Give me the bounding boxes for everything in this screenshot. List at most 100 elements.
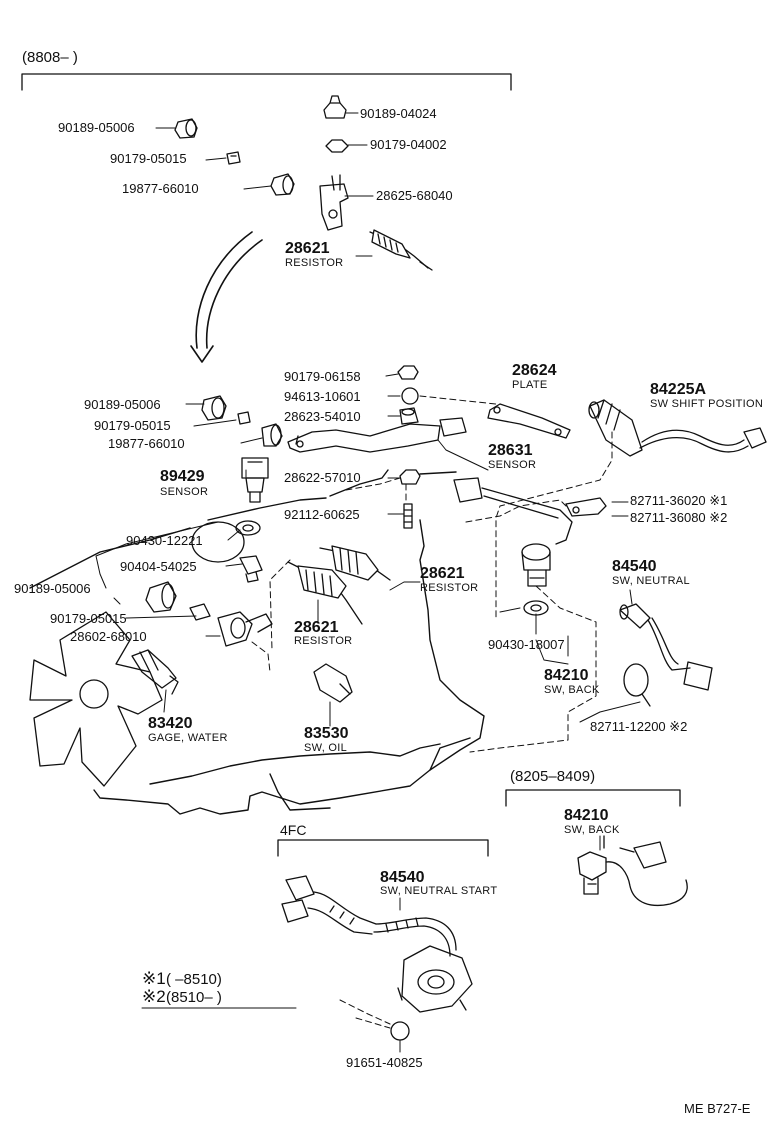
note-2-text: (8510– )	[166, 989, 222, 1006]
label-90179-05015-a: 90179-05015	[110, 151, 187, 166]
label-28621-b: 28621	[420, 565, 465, 582]
caption-83530: SW, OIL	[304, 742, 348, 754]
label-90179-06158: 90179-06158	[284, 369, 361, 384]
caption-84210-b: SW, BACK	[564, 824, 620, 836]
note-2-mark: ※2	[142, 987, 166, 1006]
label-28622-57010: 28622-57010	[284, 470, 361, 485]
label-90179-04002: 90179-04002	[370, 137, 447, 152]
label-84210-b: 84210	[564, 807, 609, 824]
nut-icon-mid	[397, 365, 419, 380]
caption-84540-b: SW, NEUTRAL START	[380, 885, 498, 897]
caption-28624: PLATE	[512, 379, 548, 391]
caption-28631: SENSOR	[488, 459, 537, 471]
leader-lines-mid	[95, 373, 641, 727]
label-19877-66010-a: 19877-66010	[122, 181, 199, 196]
bolt-icon-top	[174, 118, 198, 139]
resistor-probe-left	[287, 561, 363, 625]
engine-block-outline	[29, 469, 485, 815]
label-83530: 83530	[304, 725, 349, 742]
resistor-probe-right	[319, 545, 391, 581]
dashed-leaders	[251, 395, 613, 1029]
caption-84540-a: SW, NEUTRAL	[612, 575, 690, 587]
washer-w-icon	[401, 387, 419, 405]
label-90189-05006-a: 90189-05006	[58, 120, 135, 135]
back-switch-icon-b	[577, 835, 688, 907]
label-94613-10601: 94613-10601	[284, 389, 361, 404]
oil-switch-icon	[313, 663, 353, 703]
fan-blade-icon	[29, 611, 163, 787]
caption-28621-c: RESISTOR	[294, 635, 353, 647]
label-19877-66010-b: 19877-66010	[108, 436, 185, 451]
label-82711-36080: 82711-36080 ※2	[630, 510, 728, 525]
note-1-mark: ※1	[142, 969, 166, 988]
label-90179-05015-c: 90179-05015	[50, 611, 127, 626]
label-90404-54025: 90404-54025	[120, 559, 197, 574]
cable-clamp-icon	[623, 663, 651, 707]
leader-lines-bottom	[399, 835, 601, 1053]
curved-arrow	[190, 231, 263, 363]
label-83420: 83420	[148, 715, 193, 732]
label-28623-54010: 28623-54010	[284, 409, 361, 424]
leader-lines-top	[155, 112, 374, 257]
neutral-start-switch-icon	[281, 875, 473, 1013]
clip-icon-mid	[237, 411, 251, 425]
sensor-89429-icon	[241, 457, 269, 503]
label-90179-05015-b: 90179-05015	[94, 418, 171, 433]
stud-icon	[403, 503, 413, 529]
sensor-block-icon	[399, 407, 419, 425]
variant-4fc: 4FC	[280, 822, 307, 838]
connector-icon-mid	[453, 477, 573, 545]
label-82711-12200: 82711-12200 ※2	[590, 719, 688, 734]
plate-icon	[487, 403, 571, 439]
note-1-text: ( –8510)	[166, 971, 222, 988]
neutral-switch-icon-a	[619, 603, 713, 691]
date-range-8205-8409: (8205–8409)	[510, 768, 596, 785]
date-range-top: (8808– )	[22, 49, 78, 66]
label-90189-05006-c: 90189-05006	[14, 581, 91, 596]
label-84210-a: 84210	[544, 667, 589, 684]
bolt-b-icon	[390, 1021, 410, 1041]
label-28625-68040: 28625-68040	[376, 188, 453, 203]
caption-84225a: SW SHIFT POSITION	[650, 398, 764, 410]
resistor-probe-top	[369, 229, 433, 271]
shift-position-switch-icon	[588, 399, 767, 457]
caption-89429: SENSOR	[160, 486, 209, 498]
label-84540-a: 84540	[612, 558, 657, 575]
label-84540-b: 84540	[380, 869, 425, 886]
label-28631: 28631	[488, 442, 533, 459]
back-switch-icon-a	[521, 543, 551, 616]
nut-icon-57010	[399, 469, 421, 485]
clip-icon-top	[226, 151, 241, 165]
bracket-icon-28602	[217, 611, 273, 647]
label-90430-12221: 90430-12221	[126, 533, 203, 548]
label-92112-60625: 92112-60625	[284, 507, 360, 522]
label-84225a: 84225A	[650, 381, 707, 398]
bushing-icon-mid	[261, 423, 283, 447]
bracket-8205-8409	[505, 789, 681, 807]
washer-icon-12221	[235, 520, 261, 536]
label-91651-40825: 91651-40825	[346, 1055, 423, 1070]
label-28621-c: 28621	[294, 619, 339, 636]
label-90189-04024: 90189-04024	[360, 106, 437, 121]
caption-28621-a: RESISTOR	[285, 257, 344, 269]
label-28602-68010: 28602-68010	[70, 629, 147, 644]
grommet-icon-top	[270, 173, 295, 196]
diagram-id: ME B727-E	[684, 1101, 751, 1116]
label-90189-05006-b: 90189-05006	[84, 397, 161, 412]
label-89429: 89429	[160, 468, 205, 485]
grommet-icon-low	[145, 581, 177, 613]
caption-28621-b: RESISTOR	[420, 582, 479, 594]
nut-icon-top	[323, 95, 347, 119]
label-28624: 28624	[512, 362, 557, 379]
label-90430-18007: 90430-18007	[488, 637, 565, 652]
caption-84210-a: SW, BACK	[544, 684, 600, 696]
bracket-4fc	[277, 839, 489, 857]
bracket-82711	[565, 497, 607, 517]
water-gauge-sensor-icon	[131, 649, 179, 695]
clip-icon-low	[189, 603, 211, 621]
bracket-icon-top	[319, 174, 349, 231]
label-28621-a: 28621	[285, 240, 330, 257]
caption-83420: GAGE, WATER	[148, 732, 228, 744]
